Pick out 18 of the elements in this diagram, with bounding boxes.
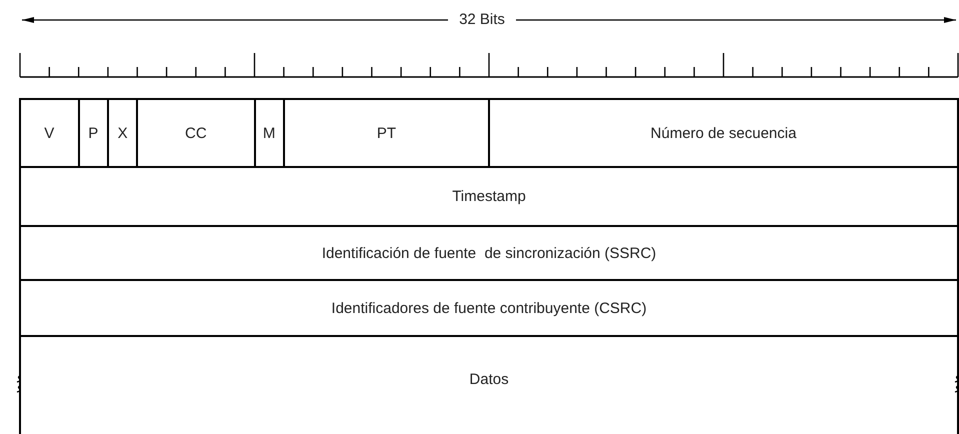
field-label: V [44, 124, 54, 142]
field-label: Número de secuencia [650, 124, 796, 142]
header-field [488, 98, 959, 168]
header-field [19, 335, 959, 434]
field-label: P [88, 124, 98, 142]
field-label: Identificación de fuente de sincronización (SSRC) [322, 244, 656, 262]
header-field [19, 279, 959, 337]
header-field [19, 166, 959, 227]
header-field [19, 225, 959, 281]
field-label: Timestamp [452, 188, 526, 205]
header-field [19, 98, 80, 168]
field-label: M [262, 124, 276, 142]
field-label: Identificadores de fuente contribuyente (CSRC) [331, 300, 647, 316]
dimension-label: 32 Bits [458, 11, 506, 28]
field-label: CC [185, 124, 207, 142]
field-label: PT [376, 124, 396, 142]
field-label: X [118, 124, 128, 142]
field-label: Datos [469, 371, 509, 388]
